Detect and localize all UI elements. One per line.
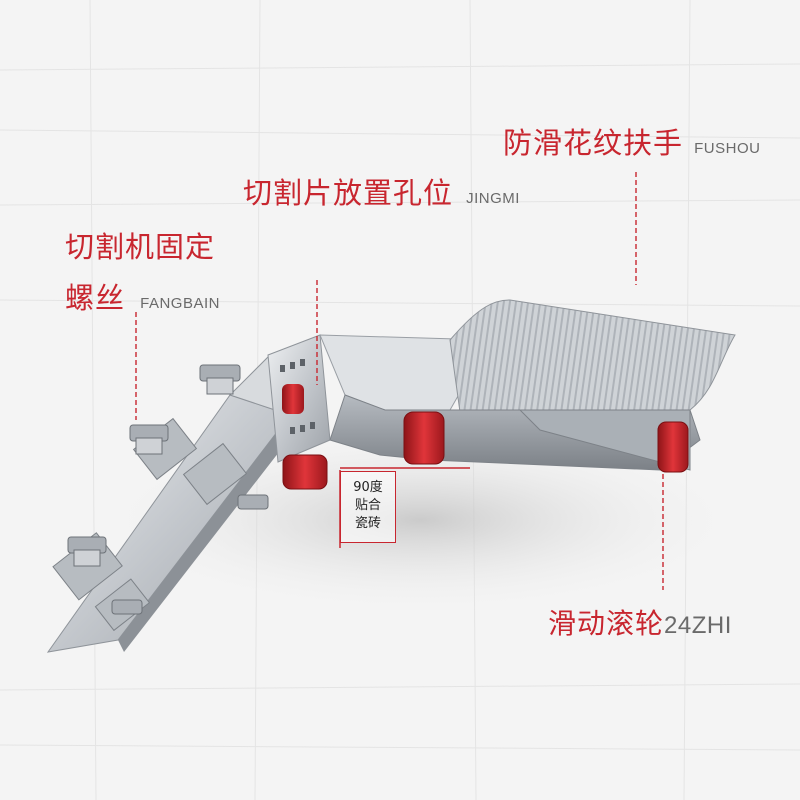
screw-label-cn-line1: 切割机固定	[65, 230, 216, 264]
handle-label-cn: 防滑花纹扶手	[503, 126, 684, 160]
angle-badge: 90度 贴合 瓷砖	[340, 471, 396, 543]
angle-badge-line1: 90度	[353, 480, 383, 495]
leader-lines	[135, 172, 664, 590]
slot-label: 切割片放置孔位 JINGMI	[243, 170, 520, 212]
slot-label-cn: 切割片放置孔位	[243, 176, 454, 210]
screw-label-line1: 切割机固定	[65, 224, 215, 266]
screw-2	[129, 424, 169, 455]
screw-1	[199, 364, 241, 395]
angle-badge-line3: 瓷砖	[354, 516, 381, 531]
sliding-rollers	[282, 384, 689, 490]
roller-label-en: 24ZHI	[664, 612, 732, 639]
angle-badge-line2: 贴合	[354, 498, 381, 513]
screw-3	[67, 536, 107, 567]
screw-label-cn-line2: 螺丝	[65, 281, 126, 315]
roller-3	[403, 411, 445, 465]
roller-1	[282, 384, 304, 414]
roller-label: 滑动滚轮24ZHI	[548, 602, 732, 642]
fixing-screws	[67, 364, 269, 615]
handle-label: 防滑花纹扶手 FUSHOU	[503, 120, 760, 162]
roller-2	[282, 454, 328, 490]
screw-5	[111, 599, 143, 615]
slot-label-en: JINGMI	[466, 190, 520, 207]
screw-label-line2: 螺丝 FANGBAIN	[65, 275, 220, 317]
roller-label-cn: 滑动滚轮	[548, 607, 665, 640]
screw-label-en: FANGBAIN	[140, 295, 220, 312]
roller-4	[657, 421, 689, 473]
handle-label-en: FUSHOU	[694, 140, 761, 157]
screw-4	[237, 494, 269, 510]
